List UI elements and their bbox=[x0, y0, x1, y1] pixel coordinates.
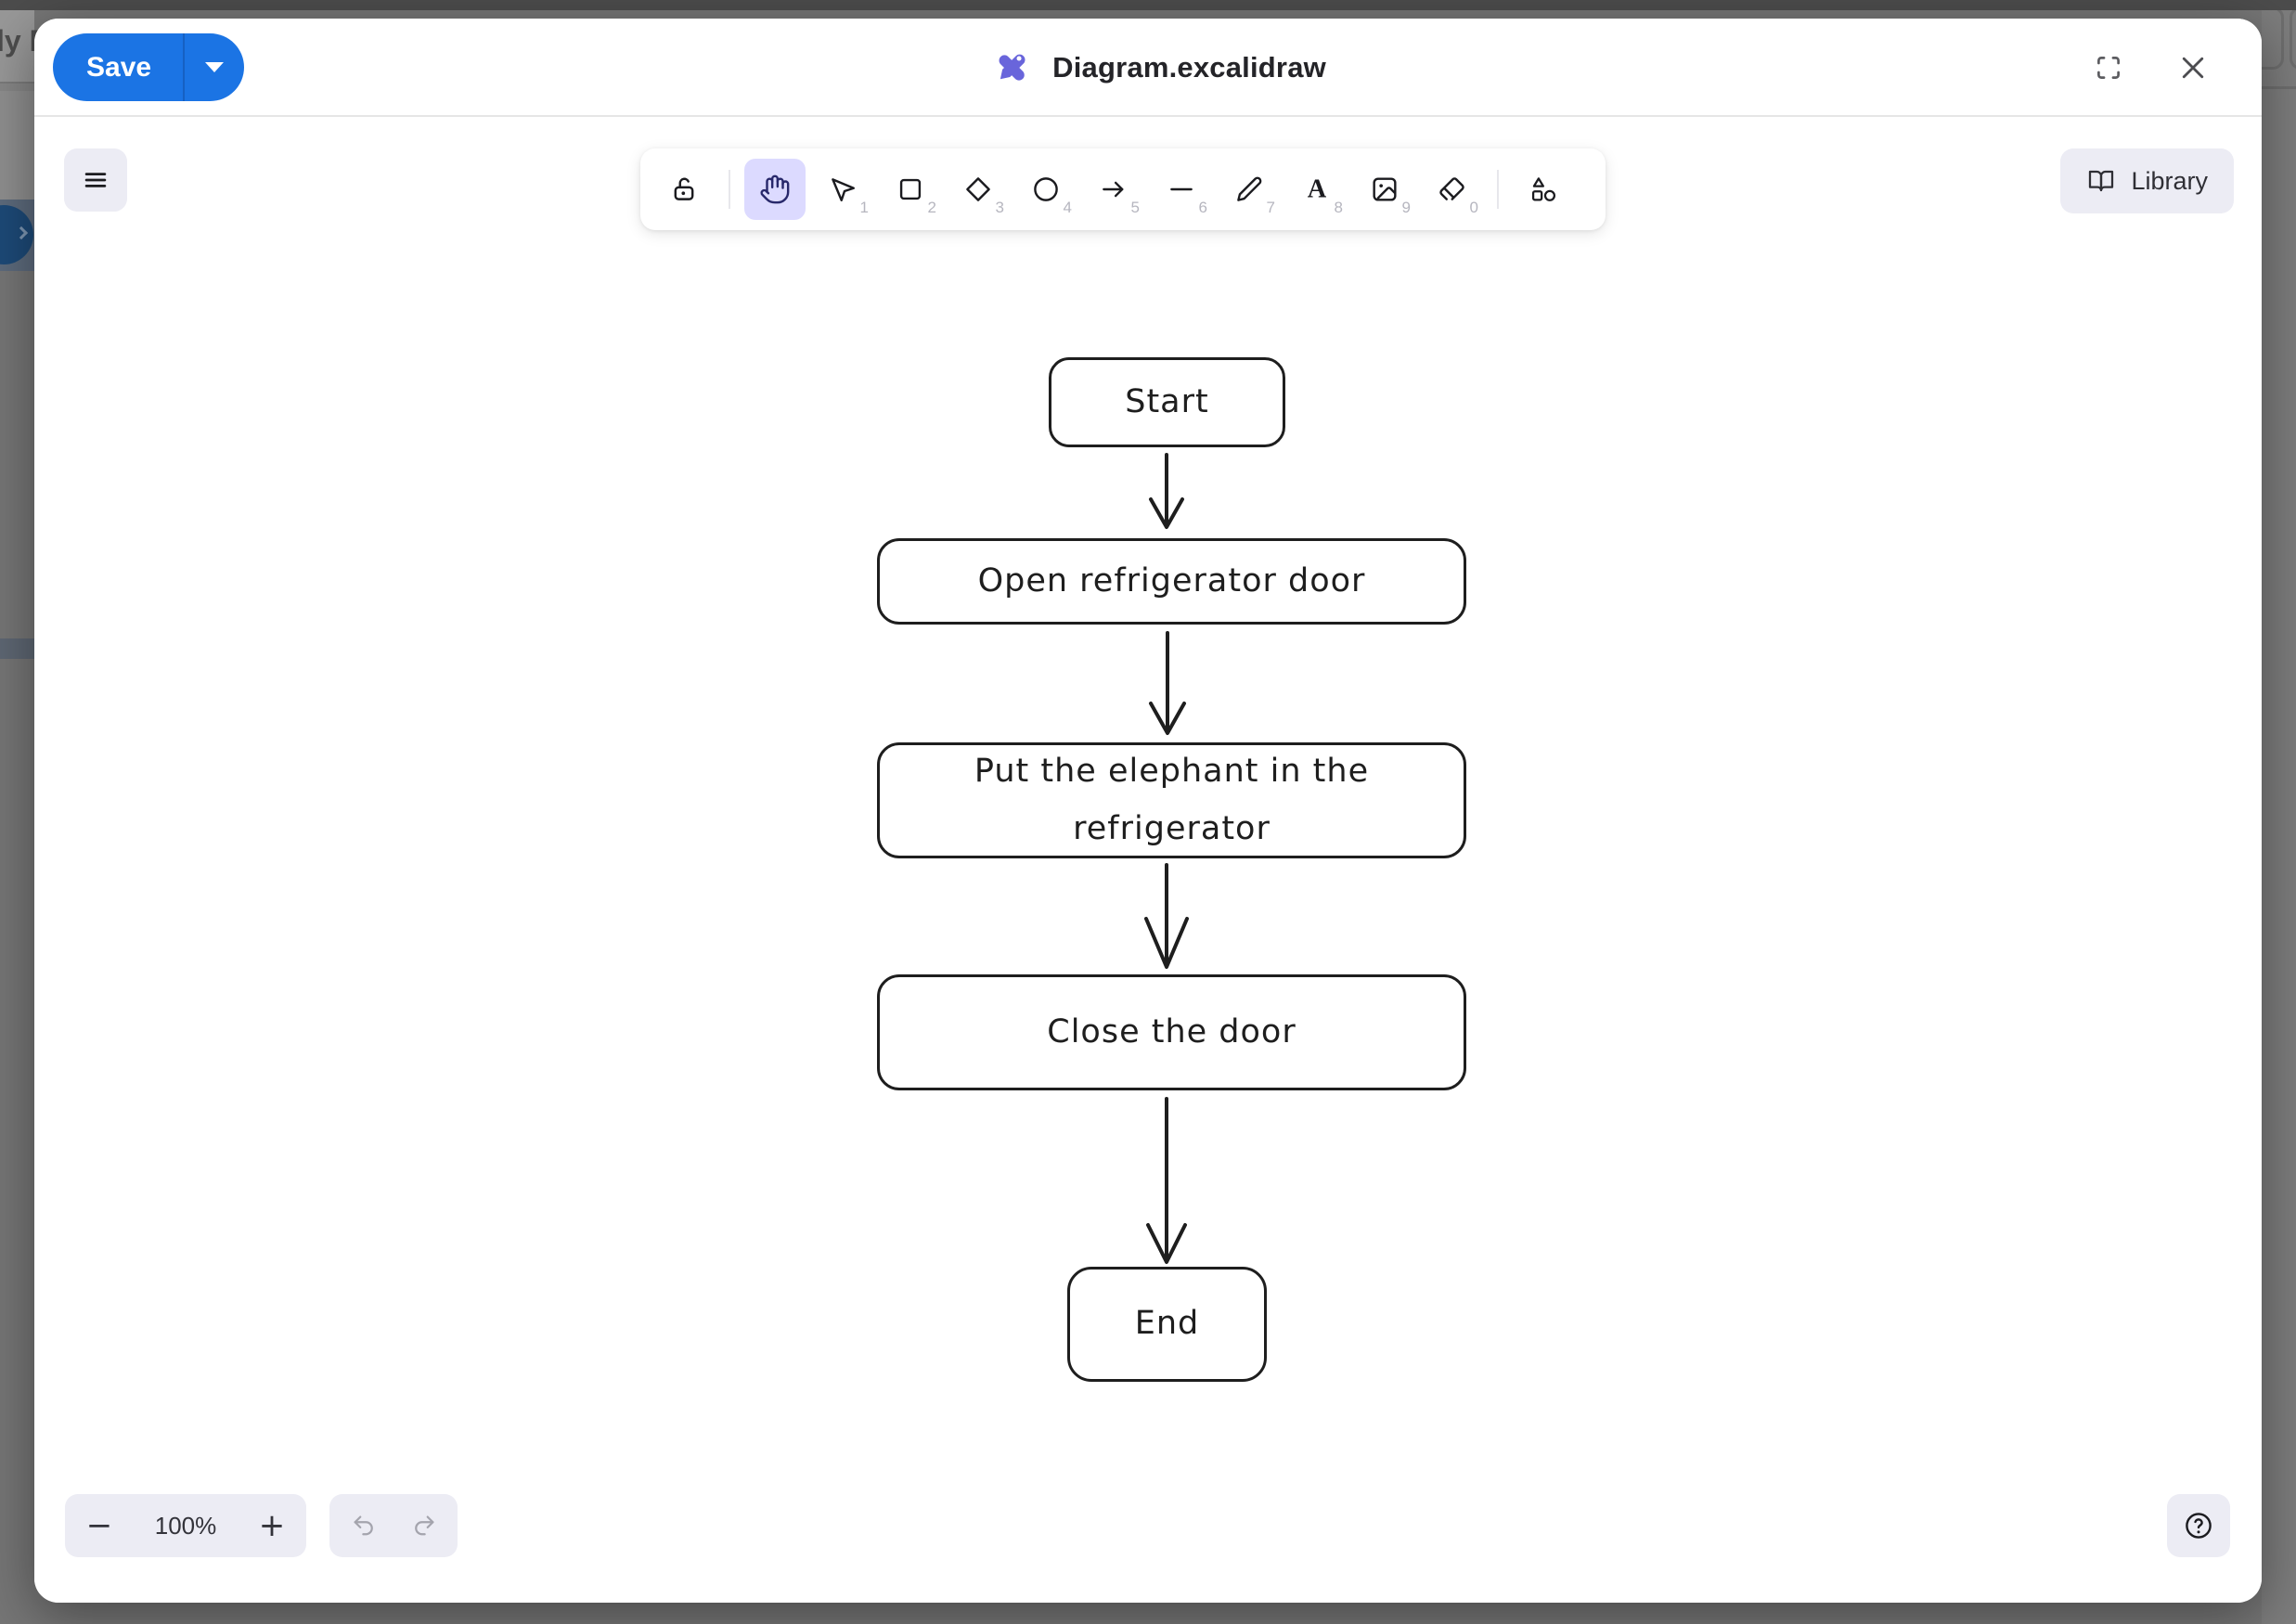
tool-shortcut: 9 bbox=[1401, 199, 1411, 216]
undo-button[interactable] bbox=[336, 1498, 392, 1553]
shapes-icon bbox=[1528, 174, 1559, 205]
node-label: Put the elephant in the refrigerator bbox=[974, 753, 1370, 847]
lock-tool-button[interactable] bbox=[653, 159, 715, 220]
fullscreen-icon bbox=[2093, 52, 2124, 84]
caret-down-icon bbox=[205, 62, 225, 72]
arrow-icon bbox=[1098, 174, 1129, 205]
tool-shortcut: 1 bbox=[859, 199, 869, 216]
document-title-group: Diagram.excalidraw bbox=[993, 19, 1326, 117]
hand-icon bbox=[759, 174, 791, 205]
library-button-label: Library bbox=[2131, 166, 2208, 195]
book-open-icon bbox=[2086, 166, 2116, 196]
tool-shortcut: 0 bbox=[1469, 199, 1478, 216]
zoom-in-button[interactable]: + bbox=[243, 1497, 301, 1554]
arrow-tool-button[interactable]: 5 bbox=[1083, 159, 1144, 220]
save-button-label: Save bbox=[86, 51, 152, 83]
background-app-left-sliver: ly F bbox=[0, 0, 47, 1624]
ellipse-tool-button[interactable]: 4 bbox=[1015, 159, 1077, 220]
tool-shortcut: 7 bbox=[1266, 199, 1275, 216]
extra-shapes-tool-button[interactable] bbox=[1513, 159, 1574, 220]
history-controls bbox=[329, 1494, 458, 1557]
fullscreen-button[interactable] bbox=[2089, 48, 2128, 87]
tool-palette: 1 2 3 bbox=[640, 148, 1606, 230]
zoom-controls: − 100% + bbox=[65, 1494, 306, 1557]
excalidraw-editor-modal: Save Diagram.excalidraw bbox=[34, 19, 2262, 1603]
selection-tool-button[interactable]: 1 bbox=[812, 159, 873, 220]
node-label: Open refrigerator door bbox=[977, 561, 1366, 599]
eraser-icon bbox=[1437, 174, 1468, 205]
background-tab-shape bbox=[2290, 6, 2296, 70]
rectangle-icon bbox=[895, 174, 926, 205]
excalidraw-logo-icon bbox=[993, 49, 1030, 86]
flowchart-node-open-door[interactable]: Open refrigerator door bbox=[877, 538, 1466, 625]
pencil-icon bbox=[1233, 174, 1265, 205]
undo-icon bbox=[350, 1512, 378, 1540]
toolbar-divider bbox=[729, 170, 730, 209]
main-menu-button[interactable] bbox=[64, 148, 127, 212]
node-label: Close the door bbox=[1047, 1012, 1296, 1050]
tool-shortcut: 6 bbox=[1198, 199, 1207, 216]
background-selection-band bbox=[0, 638, 34, 659]
close-modal-button[interactable] bbox=[2173, 47, 2213, 88]
line-icon bbox=[1166, 174, 1197, 205]
flowchart-node-start[interactable]: Start bbox=[1049, 357, 1285, 447]
save-options-button[interactable] bbox=[183, 33, 245, 101]
node-label: Start bbox=[1125, 382, 1209, 420]
eraser-tool-button[interactable]: 0 bbox=[1422, 159, 1483, 220]
question-mark-icon bbox=[2182, 1509, 2215, 1542]
redo-button[interactable] bbox=[396, 1498, 452, 1553]
tool-shortcut: 3 bbox=[995, 199, 1004, 216]
cursor-arrow-icon bbox=[827, 174, 858, 205]
tool-shortcut: 4 bbox=[1063, 199, 1072, 216]
drawing-canvas[interactable]: 1 2 3 bbox=[34, 117, 2262, 1603]
flowchart-node-put-elephant[interactable]: Put the elephant in the refrigerator bbox=[877, 742, 1466, 858]
background-toolbar-area bbox=[0, 91, 34, 200]
modal-header: Save Diagram.excalidraw bbox=[34, 19, 2262, 117]
save-split-button: Save bbox=[53, 33, 245, 101]
save-button[interactable]: Save bbox=[53, 33, 184, 101]
background-tab-shape bbox=[2262, 6, 2284, 70]
tool-shortcut: 2 bbox=[927, 199, 936, 216]
flowchart-node-end[interactable]: End bbox=[1067, 1267, 1267, 1382]
image-tool-button[interactable]: 9 bbox=[1354, 159, 1415, 220]
close-icon bbox=[2176, 51, 2210, 84]
zoom-out-button[interactable]: − bbox=[71, 1497, 128, 1554]
line-tool-button[interactable]: 6 bbox=[1151, 159, 1212, 220]
zoom-level-value[interactable]: 100% bbox=[154, 1511, 217, 1540]
toolbar-divider bbox=[1497, 170, 1499, 209]
header-actions bbox=[2089, 19, 2262, 117]
image-icon bbox=[1369, 174, 1400, 205]
diamond-icon bbox=[962, 174, 994, 205]
hand-tool-button[interactable] bbox=[744, 159, 806, 220]
redo-icon bbox=[410, 1512, 438, 1540]
ellipse-icon bbox=[1030, 174, 1062, 205]
background-divider bbox=[0, 82, 34, 91]
tool-shortcut: 8 bbox=[1334, 199, 1343, 216]
document-title: Diagram.excalidraw bbox=[1052, 51, 1326, 84]
hamburger-menu-icon bbox=[80, 164, 111, 196]
svg-text:A: A bbox=[1308, 175, 1327, 204]
text-icon: A bbox=[1301, 174, 1333, 205]
rectangle-tool-button[interactable]: 2 bbox=[880, 159, 941, 220]
tool-shortcut: 5 bbox=[1130, 199, 1140, 216]
draw-tool-button[interactable]: 7 bbox=[1219, 159, 1280, 220]
library-button[interactable]: Library bbox=[2060, 148, 2234, 213]
lock-icon bbox=[668, 174, 700, 205]
background-tabstrip-line bbox=[2262, 86, 2296, 89]
help-button[interactable] bbox=[2167, 1494, 2230, 1557]
diamond-tool-button[interactable]: 3 bbox=[948, 159, 1009, 220]
text-tool-button[interactable]: A 8 bbox=[1286, 159, 1348, 220]
background-top-bar bbox=[0, 0, 2296, 10]
background-page bbox=[0, 10, 34, 82]
flowchart-node-close-door[interactable]: Close the door bbox=[877, 974, 1466, 1090]
node-label: End bbox=[1134, 1305, 1200, 1343]
background-app-right-sliver bbox=[2262, 0, 2296, 1624]
